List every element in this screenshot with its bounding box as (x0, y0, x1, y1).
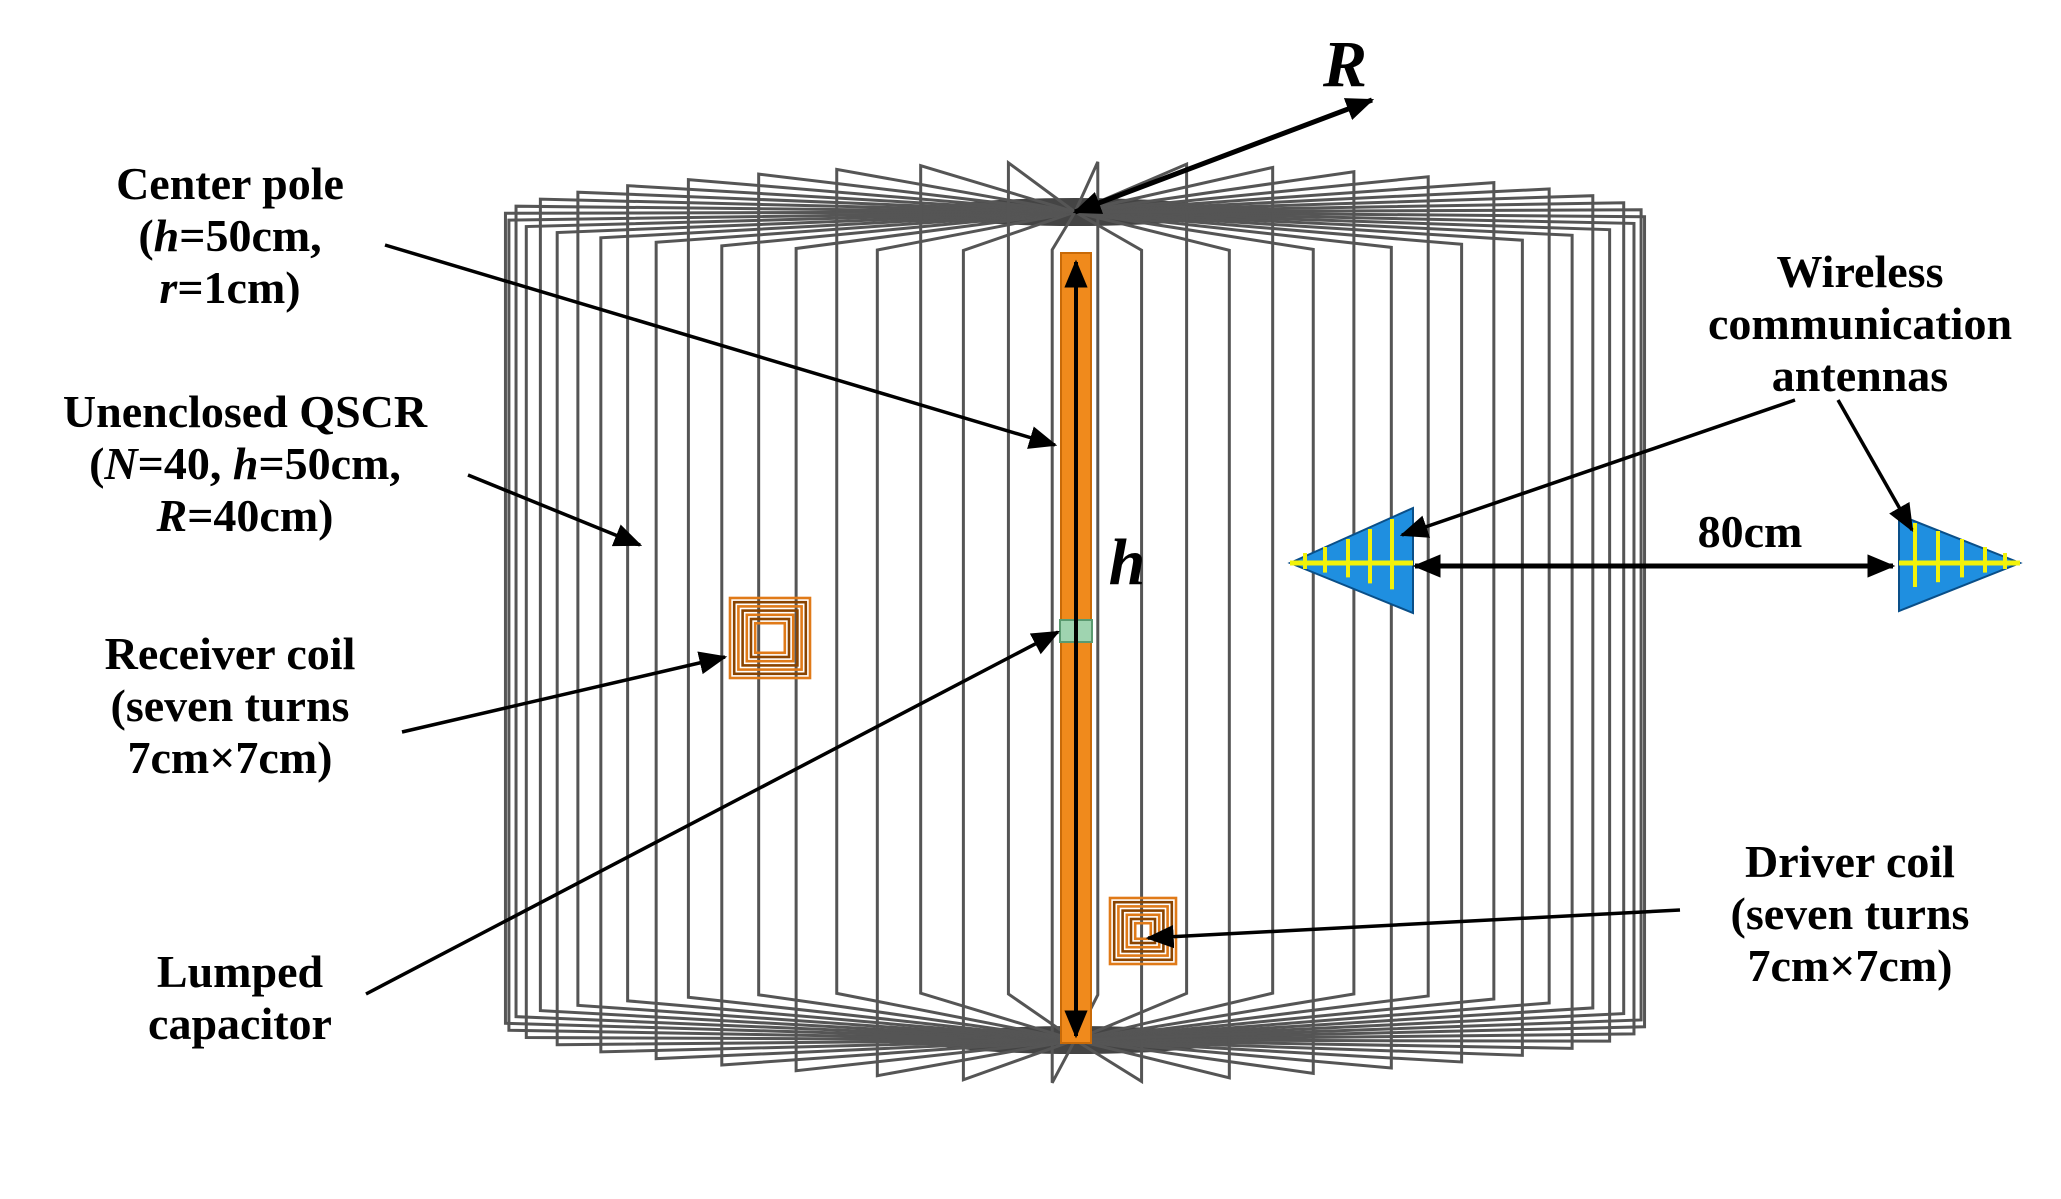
qscr-wire-loop (1074, 210, 1231, 1080)
qscr-wire-loop (1074, 165, 1275, 1042)
qscr-wire-loop (757, 172, 1076, 1042)
coil-turn (728, 596, 812, 680)
coil-turn (745, 613, 795, 663)
qscr-wire-loop (875, 210, 1076, 1078)
qscr-wire-loop (686, 177, 1076, 1042)
qscr-wire-loop (576, 190, 1076, 1042)
distance-label: 80cm (1697, 506, 1803, 557)
R-symbol: R (1322, 28, 1368, 101)
receiver-coil-label: Receiver coil (seven turns 7cm×7cm) (104, 628, 356, 783)
coil-turn (737, 605, 803, 671)
driver-leader (1145, 908, 1681, 949)
receiver-coil (728, 596, 812, 680)
qscr-wire-loop (1074, 210, 1464, 1064)
qscr-wire-loop (626, 184, 1076, 1042)
qscr-wire-loop (1050, 211, 1077, 1084)
qscr-wire-loop (1074, 210, 1574, 1050)
qscr-wire-loop (961, 210, 1076, 1082)
lumped-capacitor-label: Lumped capacitor (148, 946, 332, 1049)
coil-turn (741, 609, 799, 667)
qscr-wire-loop (1074, 210, 1524, 1057)
qscr-wire-loop (835, 167, 1076, 1042)
antenna-leader-right (1836, 399, 1914, 533)
antenna-left (1287, 506, 1414, 615)
driver-coil-label: Driver coil (seven turns 7cm×7cm) (1730, 836, 1970, 991)
antennas-label: Wireless communication antennas (1707, 246, 2013, 401)
qscr-wire-loop (720, 210, 1076, 1067)
qscr-wire-loop (1006, 159, 1076, 1042)
qscr-wire-loop (1074, 210, 1144, 1085)
receiver-leader (401, 651, 728, 734)
qscr-wire-loop (555, 210, 1076, 1047)
qscr-wire-loop (919, 163, 1076, 1042)
h-symbol: h (1108, 526, 1146, 599)
qscr-label: Unenclosed QSCR (N=40, h=50cm, R=40cm) (62, 386, 428, 541)
qscr-wire-loop (1074, 210, 1393, 1070)
qscr-wire-loop (1074, 194, 1595, 1042)
qscr-wire-loop (654, 210, 1076, 1061)
coil-turn (753, 621, 787, 655)
qscr-wire-loop (1074, 210, 1612, 1043)
qscr-wire-loop (524, 210, 1076, 1042)
R-radius-arrow (1072, 97, 1375, 215)
qscr-leader (467, 473, 643, 547)
coil-turn (749, 617, 791, 659)
qscr-wire-loop (1074, 210, 1647, 1042)
center-pole-leader (384, 243, 1058, 449)
capacitor-leader (365, 630, 1061, 996)
qscr-wire-loop (514, 204, 1076, 1042)
center-pole-label: Center pole (h=50cm, r=1cm) (116, 158, 344, 313)
antenna-right (1898, 513, 2023, 613)
coil-turn (732, 600, 808, 676)
qscr-wire-loop (503, 210, 1076, 1042)
coil-turn (1108, 896, 1178, 966)
antenna-leader-left (1399, 398, 1796, 538)
qscr-wire-loop (507, 210, 1076, 1042)
qscr-wire-loop (538, 197, 1076, 1042)
qscr-wire-loop (1074, 210, 1315, 1076)
qscr-cage (503, 159, 1647, 1085)
